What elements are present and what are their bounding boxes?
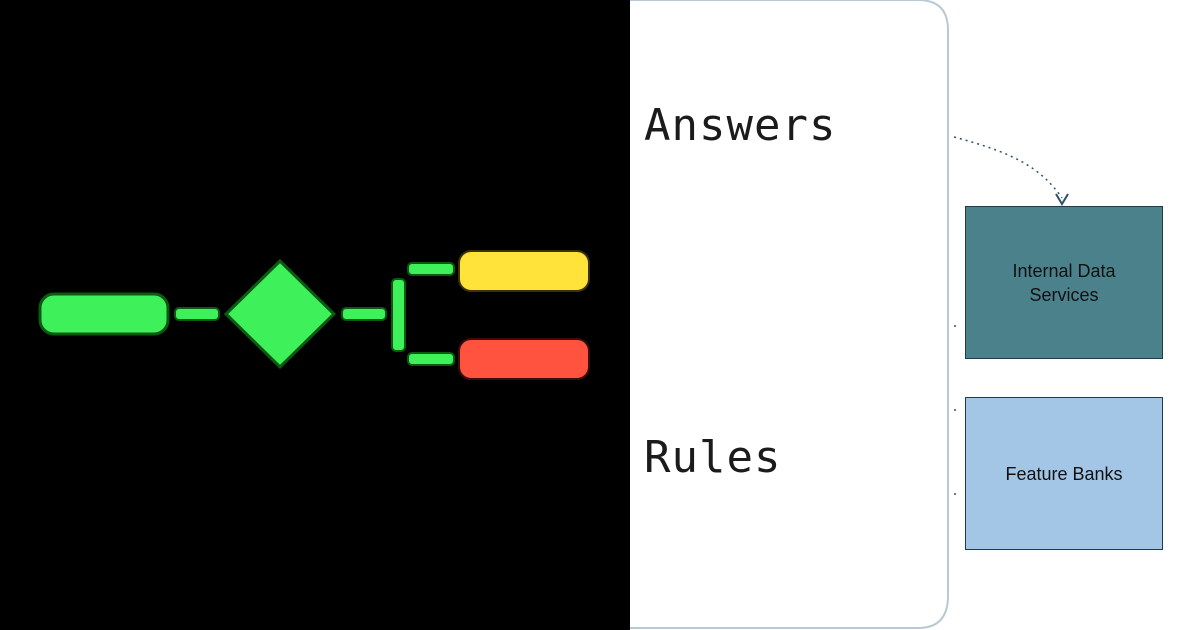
branch-vertical-connector (391, 278, 406, 352)
connector-dot (954, 409, 956, 411)
connector-dot (954, 493, 956, 495)
feature-banks-box: Feature Banks (965, 397, 1163, 550)
internal-data-services-box: Internal Data Services (965, 206, 1163, 359)
rules-label: Rules (644, 432, 782, 483)
decision-node (223, 258, 337, 370)
container-outline (630, 0, 949, 629)
feature-banks-label: Feature Banks (1005, 463, 1123, 484)
outcome-node-red (458, 338, 590, 380)
connector-dot (954, 325, 956, 327)
connector-decision-branch (341, 307, 387, 321)
flowchart-panel (0, 0, 630, 630)
internal-data-services-label: Internal Data Services (1012, 260, 1116, 305)
connector-start-decision (174, 307, 220, 321)
connector-to-top-outcome (407, 262, 455, 276)
answers-label: Answers (644, 100, 837, 151)
flowchart-graphic (0, 0, 630, 630)
arrow-head-icon (1055, 193, 1069, 206)
outcome-node-yellow (458, 250, 590, 292)
architecture-lines (630, 0, 1069, 629)
architecture-panel: Answers Rules Internal Data Services Fea… (630, 0, 1200, 630)
connector-to-bottom-outcome (407, 352, 455, 366)
start-node (38, 292, 170, 336)
answers-arrow (953, 136, 1063, 199)
